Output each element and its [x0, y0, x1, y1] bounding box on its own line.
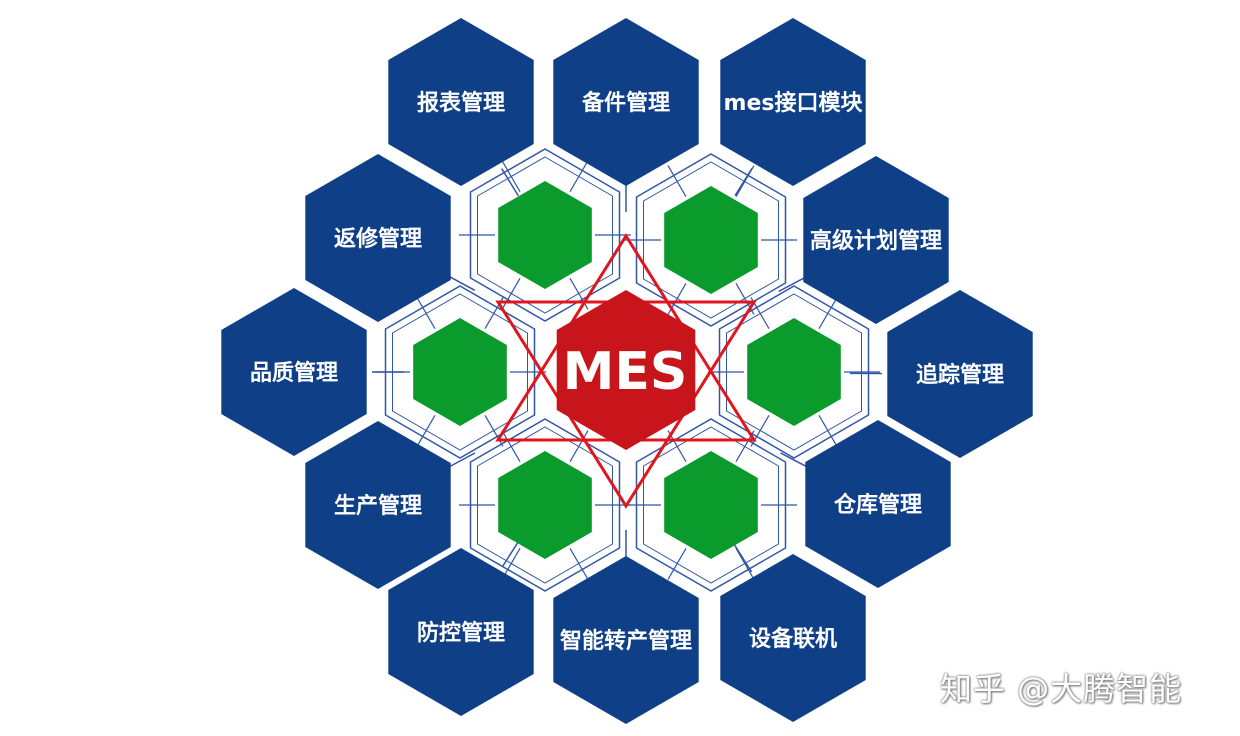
module-connector — [780, 452, 810, 469]
module-repair[interactable]: 返修管理 — [305, 154, 451, 322]
module-repair-hexagon[interactable] — [305, 154, 451, 322]
mesh-cell-inner — [643, 161, 779, 319]
inner-hexagon — [498, 181, 592, 289]
module-report-hexagon[interactable] — [388, 18, 534, 186]
module-prevention-hexagon[interactable] — [388, 548, 534, 716]
center-mes-hexagon[interactable] — [556, 290, 696, 450]
mesh-cell-inner — [643, 426, 779, 584]
inner-hexagon — [664, 186, 758, 294]
module-advanced-planning-label: 高级计划管理 — [810, 228, 942, 254]
module-prevention-label: 防控管理 — [417, 620, 505, 646]
module-interface[interactable]: mes接口模块 — [720, 18, 866, 186]
module-tracking-hexagon[interactable] — [887, 290, 1033, 458]
mesh-spoke — [818, 415, 838, 447]
outer-module-hexagons: 报表管理 备件管理 mes接口模块 返修管理 高级计划管理 品质管理 — [221, 18, 1033, 724]
mesh-spoke — [667, 548, 687, 580]
mesh-spoke — [667, 165, 687, 197]
module-tracking-label: 追踪管理 — [916, 362, 1004, 388]
module-interface-label: mes接口模块 — [724, 91, 864, 116]
mesh-cell-outer — [635, 153, 787, 327]
module-warehouse[interactable]: 仓库管理 — [805, 420, 951, 588]
module-connector — [733, 544, 753, 573]
module-connector — [446, 452, 476, 469]
mesh-spoke — [569, 548, 589, 580]
mesh-cell-inner — [392, 293, 528, 451]
module-quality-hexagon[interactable] — [221, 288, 367, 456]
module-report[interactable]: 报表管理 — [388, 18, 534, 186]
module-production-label: 生产管理 — [334, 493, 422, 519]
module-changeover[interactable]: 智能转产管理 — [553, 556, 699, 724]
mesh-cell-outer — [384, 285, 536, 459]
module-connector — [734, 167, 753, 196]
module-quality[interactable]: 品质管理 — [221, 288, 367, 456]
inner-hexagon — [413, 318, 507, 426]
module-connector — [501, 168, 519, 197]
module-spare-parts-hexagon[interactable] — [553, 18, 699, 186]
module-connector — [446, 274, 476, 291]
module-production[interactable]: 生产管理 — [305, 421, 451, 589]
module-production-hexagon[interactable] — [305, 421, 451, 589]
module-tracking[interactable]: 追踪管理 — [887, 290, 1033, 458]
inner-hexagon — [747, 318, 841, 426]
mesh-spoke — [416, 415, 436, 447]
mesh-cell-inner — [477, 426, 613, 584]
mesh-spoke — [569, 160, 589, 192]
mesh-spoke — [569, 278, 589, 310]
mesh-spoke — [501, 160, 521, 192]
mesh-cell-inner — [477, 156, 613, 314]
mesh-cell-outer — [469, 418, 621, 592]
module-changeover-label: 智能转产管理 — [560, 628, 692, 654]
inner-green-hexagons — [413, 181, 841, 559]
module-report-label: 报表管理 — [417, 90, 505, 116]
inner-hexagon — [498, 451, 592, 559]
module-quality-label: 品质管理 — [250, 360, 338, 386]
mesh-cell-outer — [469, 148, 621, 322]
module-warehouse-label: 仓库管理 — [833, 492, 922, 518]
mesh-spoke — [416, 297, 436, 329]
module-spare-parts[interactable]: 备件管理 — [553, 18, 699, 186]
mesh-spoke — [569, 430, 589, 462]
module-advanced-planning-hexagon[interactable] — [803, 156, 949, 324]
mesh-cell-inner — [726, 293, 862, 451]
inner-hexagon — [664, 451, 758, 559]
module-connector — [502, 538, 521, 567]
module-repair-label: 返修管理 — [334, 226, 422, 252]
module-device-connect-hexagon[interactable] — [720, 554, 866, 722]
mesh-spoke — [735, 548, 755, 580]
module-device-connect-label: 设备联机 — [749, 626, 837, 652]
center-hexagon-group: MES — [556, 290, 696, 450]
module-changeover-hexagon[interactable] — [553, 556, 699, 724]
mesh-cell-outer — [635, 418, 787, 592]
module-connector — [778, 275, 808, 293]
mesh-spoke — [818, 297, 838, 329]
watermark: 知乎 @大腾智能 — [940, 670, 1183, 708]
mesh-spoke — [501, 278, 521, 310]
module-prevention[interactable]: 防控管理 — [388, 548, 534, 716]
module-advanced-planning[interactable]: 高级计划管理 — [803, 156, 949, 324]
mesh-spoke — [501, 430, 521, 462]
mesh-cell-outer — [718, 285, 870, 459]
module-device-connect[interactable]: 设备联机 — [720, 554, 866, 722]
module-warehouse-hexagon[interactable] — [805, 420, 951, 588]
module-spare-parts-label: 备件管理 — [581, 90, 670, 116]
center-mes-label: MES — [563, 342, 688, 402]
module-interface-hexagon[interactable] — [720, 18, 866, 186]
